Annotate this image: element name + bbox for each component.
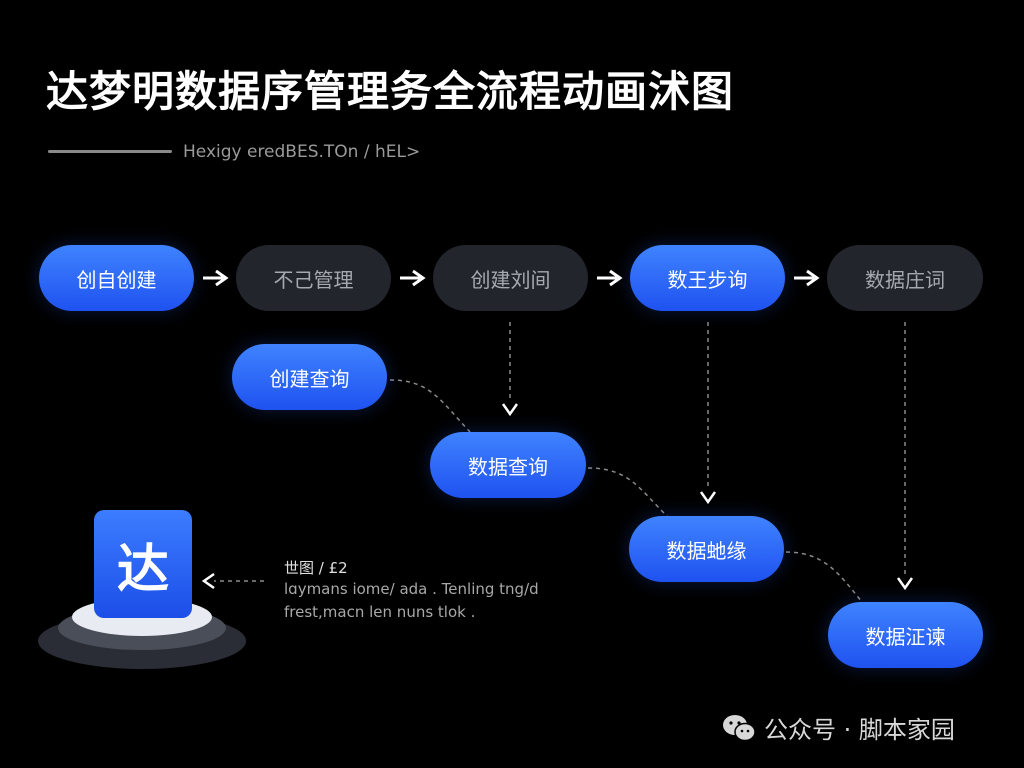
node-n8[interactable]: 数据虵缘 — [629, 516, 784, 582]
node-n9[interactable]: 数据泟谏 — [828, 602, 983, 668]
node-n7[interactable]: 数据查询 — [430, 432, 586, 498]
note-line-1: lɑymans iome/ ada . Tenling tng/d — [284, 580, 539, 598]
watermark: 公众号 · 脚本家园 — [722, 710, 955, 745]
node-n2[interactable]: 不己管理 — [236, 245, 391, 311]
arrow-n2-n3 — [400, 269, 426, 287]
arrow-n4-n5 — [794, 269, 820, 287]
wechat-icon — [723, 714, 756, 741]
node-n1[interactable]: 创自创建 — [39, 245, 194, 311]
page-subtitle: Hexigy eredBES.TOn / hEL> — [183, 142, 421, 162]
logo-pedestal: 达 — [38, 508, 248, 669]
node-n5[interactable]: 数据庄词 — [827, 245, 983, 311]
note-line-2: frest,macn len nuns tlok . — [284, 603, 476, 621]
note-title: 世图 / £2 — [284, 559, 348, 577]
dashed-n8-n9 — [785, 551, 863, 603]
node-n3[interactable]: 创建刘间 — [433, 245, 588, 311]
arrow-n1-n2 — [203, 269, 229, 287]
dashed-n4-n8 — [699, 322, 717, 505]
dashed-n5-n9 — [896, 322, 914, 591]
node-n6[interactable]: 创建查询 — [232, 344, 387, 410]
watermark-label: 公众号 · 脚本家园 — [764, 716, 955, 744]
dashed-n6-n7 — [389, 379, 471, 433]
dashed-note-badge — [201, 572, 264, 590]
node-n4[interactable]: 数王步询 — [630, 245, 785, 311]
subtitle-divider — [48, 150, 172, 153]
logo-badge: 达 — [94, 510, 192, 618]
dashed-n7-n8 — [587, 467, 669, 518]
arrow-n3-n4 — [597, 269, 623, 287]
dashed-n3-n7 — [501, 322, 519, 417]
page-title: 达梦明数据序管理务全流程动画沭图 — [46, 67, 735, 116]
